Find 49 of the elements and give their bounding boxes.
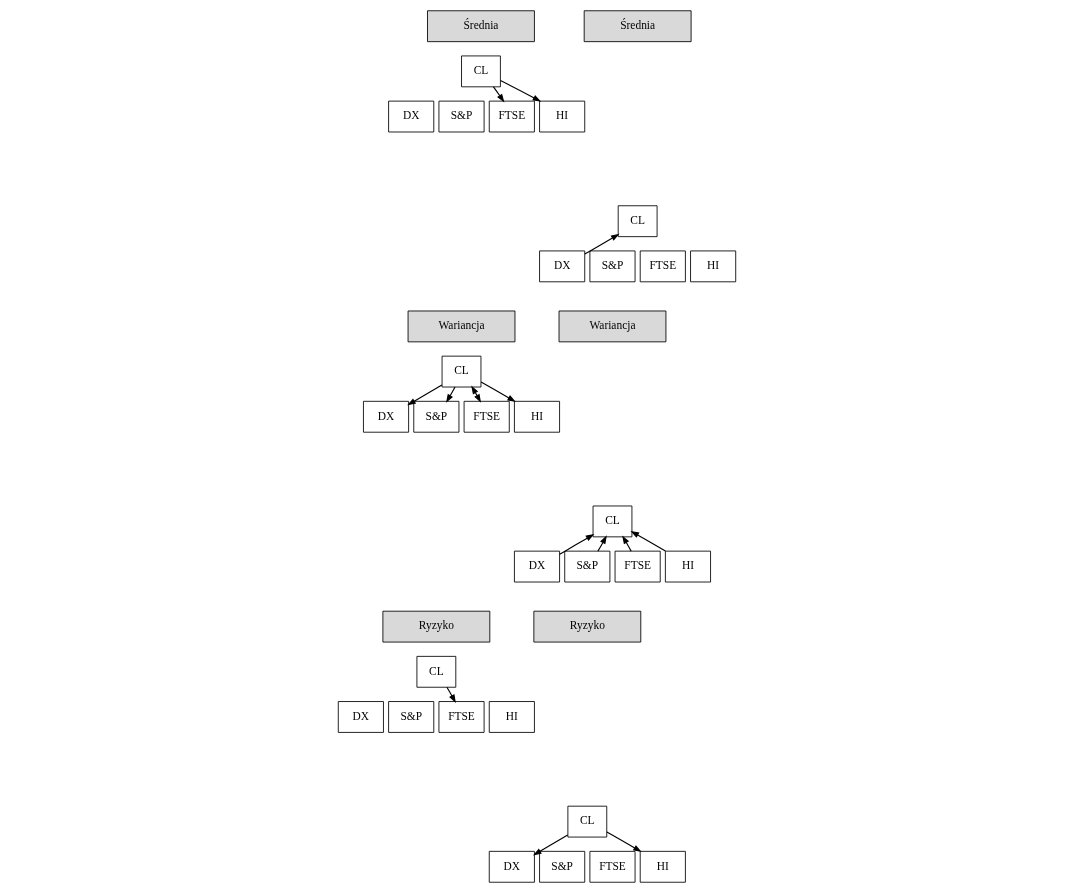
- node-box: CL: [441, 355, 482, 388]
- node-box: CL: [461, 55, 501, 88]
- node-box: FTSE: [488, 100, 535, 133]
- arrow: [622, 535, 632, 552]
- node-box: Średnia: [583, 10, 692, 43]
- arrow: [532, 834, 569, 856]
- node-box: HI: [539, 100, 586, 133]
- node-box: CL: [592, 505, 633, 538]
- arrow: [584, 233, 620, 255]
- arrow: [630, 530, 666, 552]
- node-box: HI: [639, 850, 686, 883]
- node-box: Wariancja: [407, 310, 516, 343]
- node-box: DX: [337, 701, 384, 733]
- arrow: [407, 384, 443, 406]
- arrow: [446, 386, 456, 403]
- node-box: FTSE: [463, 400, 510, 433]
- arrow: [606, 831, 642, 853]
- arrow: [446, 686, 456, 704]
- node-box: S&P: [564, 550, 611, 583]
- node-box: DX: [488, 850, 535, 883]
- node-box: DX: [363, 400, 410, 433]
- arrow: [499, 79, 542, 102]
- arrow: [480, 381, 516, 403]
- node-box: Wariancja: [558, 310, 667, 343]
- node-box: DX: [539, 250, 586, 283]
- node-box: S&P: [539, 850, 586, 883]
- node-box: S&P: [413, 400, 460, 433]
- arrow: [597, 535, 607, 552]
- node-box: HI: [488, 701, 535, 733]
- node-box: HI: [690, 250, 737, 283]
- node-box: S&P: [438, 100, 485, 133]
- node-box: HI: [664, 550, 711, 583]
- arrow: [492, 86, 505, 103]
- node-box: S&P: [388, 701, 435, 733]
- node-box: FTSE: [438, 701, 485, 733]
- node-box: DX: [514, 550, 560, 583]
- node-box: S&P: [589, 250, 636, 283]
- node-box: FTSE: [639, 250, 686, 283]
- node-box: FTSE: [589, 850, 636, 883]
- node-box: CL: [617, 205, 658, 238]
- node-box: Ryzyko: [382, 610, 491, 643]
- node-box: CL: [567, 805, 608, 838]
- arrow: [559, 534, 595, 555]
- node-box: FTSE: [614, 550, 661, 583]
- node-box: HI: [514, 400, 560, 433]
- node-box: Średnia: [427, 10, 535, 43]
- node-box: DX: [388, 100, 435, 133]
- node-box: CL: [416, 655, 457, 688]
- node-box: Ryzyko: [533, 610, 642, 643]
